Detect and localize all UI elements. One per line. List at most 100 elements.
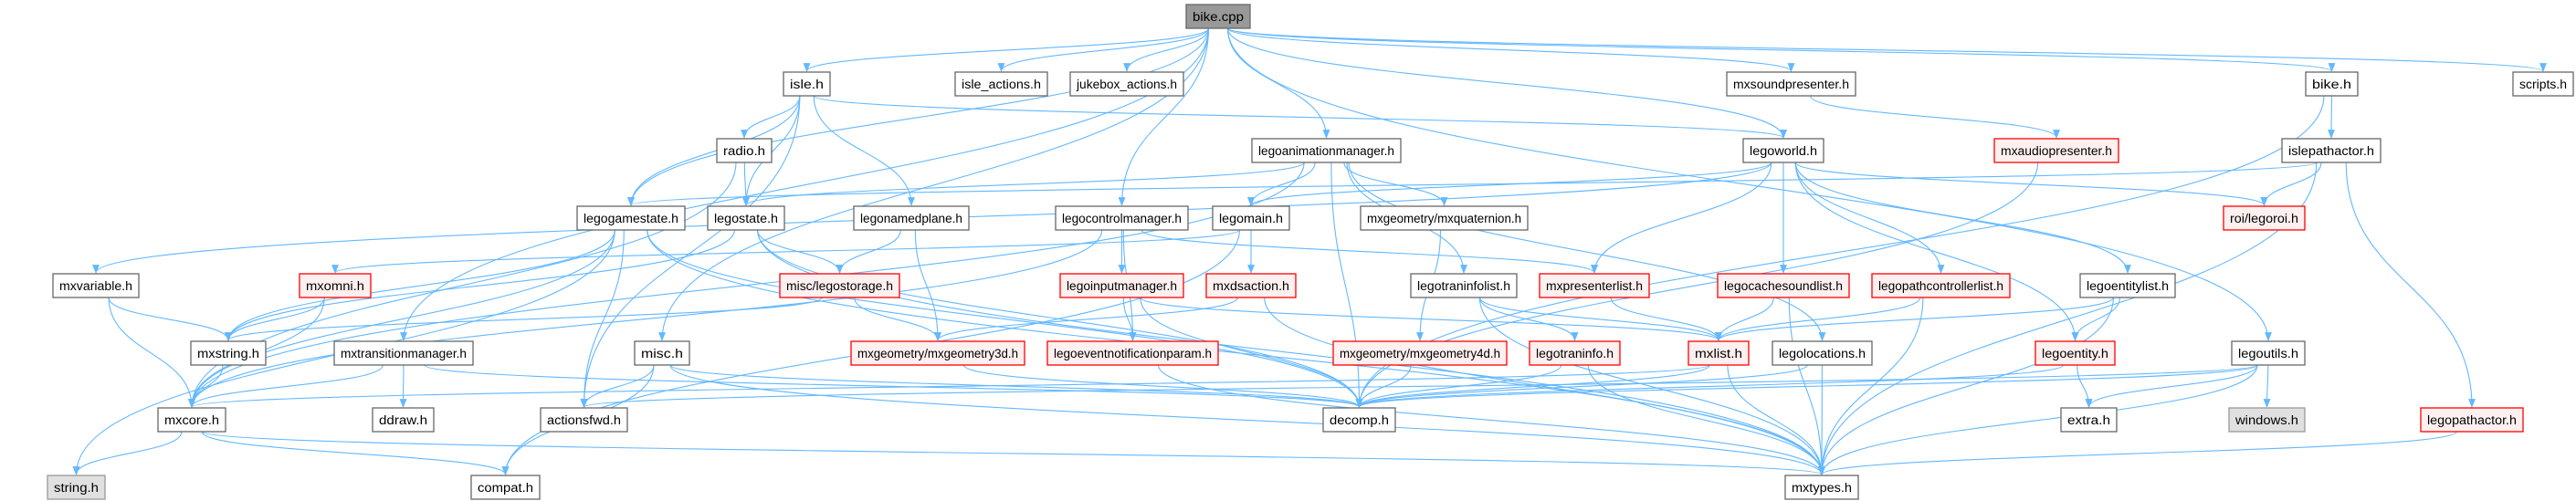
node-label: legopathcontrollerlist.h (1878, 279, 2003, 293)
node-mxlist-h[interactable]: mxlist.h (1688, 340, 1750, 366)
node-actionsfwd-h[interactable]: actionsfwd.h (540, 407, 628, 433)
node-label: mxdsaction.h (1213, 279, 1289, 293)
node-mxdsaction-h[interactable]: mxdsaction.h (1205, 273, 1297, 298)
node-box (1360, 205, 1529, 231)
node-jukebox-actions-h[interactable]: jukebox_actions.h (1069, 71, 1184, 97)
node-box (1993, 138, 2119, 163)
edge-legotraninfo_h-to-decomp_h (1355, 364, 1562, 408)
node-legocachesoundlist-h[interactable]: legocachesoundlist.h (1717, 273, 1850, 298)
node-box (540, 407, 628, 433)
node-radio-h[interactable]: radio.h (716, 138, 773, 163)
node-label: legomain.h (1219, 212, 1283, 225)
node-legonamedplane-h[interactable]: legonamedplane.h (853, 205, 970, 231)
node-scripts-h[interactable]: scripts.h (2512, 71, 2574, 97)
node-legoeventnotificationparam-h[interactable]: legoeventnotificationparam.h (1046, 340, 1219, 366)
node-isle-h[interactable]: isle.h (783, 71, 831, 97)
node-legomain-h[interactable]: legomain.h (1212, 205, 1290, 231)
edge-bike_cpp-to-isle_h (803, 27, 1210, 72)
node-bike-h[interactable]: bike.h (2305, 71, 2359, 97)
node-mxomni-h[interactable]: mxomni.h (299, 273, 372, 298)
node-label: mxpresenterlist.h (1546, 279, 1643, 293)
edge-mxsoundpresenter_h-to-mxaudiopresenter_h (1810, 95, 2060, 139)
node-legoroi-h[interactable]: roi/legoroi.h (2223, 205, 2306, 231)
edge-legoentitylist_h-to-mxlist_h (1715, 297, 2114, 341)
node-ddraw-h[interactable]: ddraw.h (372, 407, 435, 433)
node-label: legostate.h (714, 212, 778, 225)
node-label: mxtransitionmanager.h (341, 347, 467, 360)
node-label: bike.cpp (1193, 10, 1244, 24)
node-mxstring-h[interactable]: mxstring.h (190, 340, 267, 366)
edge-legoentity_h-to-decomp_h (1355, 364, 2064, 408)
node-bike-cpp[interactable]: bike.cpp (1185, 4, 1251, 29)
edge-legoeventnotificationparam_h-to-mxtypes_h (1158, 364, 1825, 475)
node-mxcore-h[interactable]: mxcore.h (157, 407, 226, 433)
edge-legopathcontrollerlist_h-to-mxlist_h (1715, 297, 1921, 341)
edge-legoanimationmanager_h-to-legostate_h (742, 162, 1305, 206)
node-legocontrolmanager-h[interactable]: legocontrolmanager.h (1055, 205, 1189, 231)
edge-mxomni_h-to-mxstring_h (225, 297, 325, 341)
node-misc-h[interactable]: misc.h (634, 340, 690, 366)
node-box (1251, 138, 1402, 163)
node-legogamestate-h[interactable]: legogamestate.h (576, 205, 686, 231)
node-legoinputmanager-h[interactable]: legoinputmanager.h (1059, 273, 1184, 298)
node-legopathactor-h[interactable]: legopathactor.h (2420, 407, 2524, 433)
node-islepathactor-h[interactable]: islepathactor.h (2281, 138, 2381, 163)
node-box (157, 407, 226, 433)
node-label: jukebox_actions.h (1076, 78, 1177, 91)
node-legoentitylist-h[interactable]: legoentitylist.h (2079, 273, 2176, 298)
node-label: legoentitylist.h (2087, 279, 2169, 293)
node-box (2281, 138, 2381, 163)
node-legotraninfo-h[interactable]: legotraninfo.h (1529, 340, 1621, 366)
node-legotraninfolist-h[interactable]: legotraninfolist.h (1410, 273, 1518, 298)
node-box (1529, 340, 1621, 366)
node-mxtypes-h[interactable]: mxtypes.h (1784, 475, 1859, 500)
node-legoworld-h[interactable]: legoworld.h (1742, 138, 1824, 163)
node-mxtransitionmanager-h[interactable]: mxtransitionmanager.h (333, 340, 474, 366)
edge-legogamestate_h-to-mxstring_h (225, 229, 615, 341)
node-legoutils-h[interactable]: legoutils.h (2231, 340, 2306, 366)
node-windows-h[interactable]: windows.h (2228, 407, 2306, 433)
node-label: mxgeometry/mxgeometry3d.h (857, 347, 1018, 360)
node-legostorage-h[interactable]: misc/legostorage.h (779, 273, 900, 298)
node-isle-actions-h[interactable]: isle_actions.h (954, 71, 1048, 97)
node-box (954, 71, 1048, 97)
node-mxgeometry3d-h[interactable]: mxgeometry/mxgeometry3d.h (850, 340, 1025, 366)
node-mxvariable-h[interactable]: mxvariable.h (52, 273, 140, 298)
edge-legoinputmanager_h-to-mxlist_h (1140, 297, 1722, 341)
node-legostate-h[interactable]: legostate.h (707, 205, 785, 231)
node-mxgeometry4d-h[interactable]: mxgeometry/mxgeometry4d.h (1332, 340, 1508, 366)
edge-legopathactor_h-to-mxtypes_h (1818, 431, 2457, 475)
node-label: misc.h (641, 347, 683, 360)
node-mxaudiopresenter-h[interactable]: mxaudiopresenter.h (1993, 138, 2119, 163)
edge-bike_cpp-to-legogamestate_h (627, 27, 1210, 206)
edge-legocontrolmanager_h-to-mxcore_h (188, 229, 1103, 408)
node-legolocations-h[interactable]: legolocations.h (1772, 340, 1873, 366)
edge-legonamedplane_h-to-legostorage_h (836, 229, 901, 274)
edge-mxlist_h-to-decomp_h (1355, 364, 1710, 408)
node-compat-h[interactable]: compat.h (470, 475, 541, 500)
edge-mxcore_h-to-string_h (72, 431, 183, 475)
node-label: windows.h (2234, 413, 2298, 427)
node-legoanimationmanager-h[interactable]: legoanimationmanager.h (1251, 138, 1402, 163)
node-mxsoundpresenter-h[interactable]: mxsoundpresenter.h (1726, 71, 1856, 97)
node-decomp-h[interactable]: decomp.h (1322, 407, 1396, 433)
edge-bike_cpp-to-legoanimationmanager_h (1226, 27, 1330, 139)
node-legopathcontrollerlist-h[interactable]: legopathcontrollerlist.h (1871, 273, 2011, 298)
node-mxquaternion-h[interactable]: mxgeometry/mxquaternion.h (1360, 205, 1529, 231)
edge-radio_h-to-mxcore_h (188, 162, 737, 408)
node-mxpresenterlist-h[interactable]: mxpresenterlist.h (1539, 273, 1650, 298)
node-extra-h[interactable]: extra.h (2060, 407, 2118, 433)
node-legoentity-h[interactable]: legoentity.h (2035, 340, 2116, 366)
edge-bike_cpp-to-legoutils_h (1226, 27, 2272, 341)
edge-mxdsaction_h-to-mxgeometry3d_h (934, 297, 1238, 341)
node-box (1539, 273, 1650, 298)
node-label: mxtypes.h (1792, 481, 1852, 495)
node-box (1772, 340, 1873, 366)
edge-mxgeometry3d_h-to-decomp_h (962, 364, 1363, 408)
node-box (190, 340, 267, 366)
node-label: islepathactor.h (2288, 144, 2374, 158)
node-string-h[interactable]: string.h (47, 475, 106, 500)
node-label: roi/legoroi.h (2230, 212, 2298, 225)
node-box (1205, 273, 1297, 298)
node-box (2420, 407, 2524, 433)
